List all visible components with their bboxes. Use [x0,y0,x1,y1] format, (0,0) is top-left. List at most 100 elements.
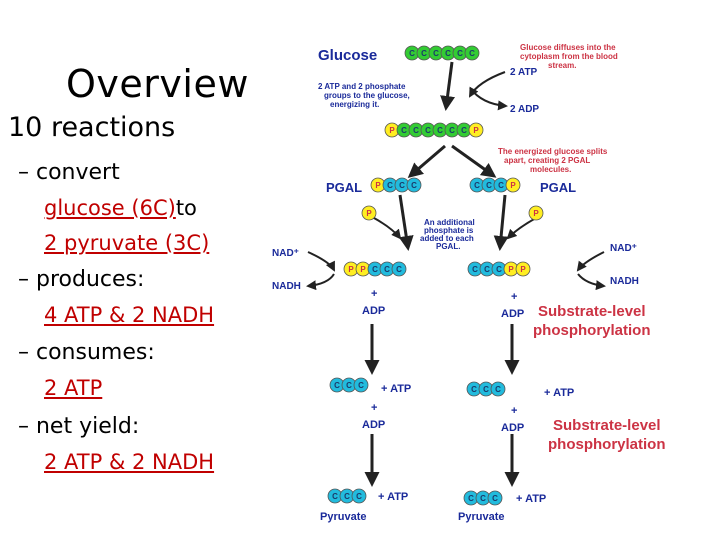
glucose-note: Glucose diffuses into the cytoplasm from… [520,43,620,70]
bullet-consumes: – consumes: [18,340,155,365]
nad-right-label: NAD⁺ [610,243,637,254]
carbon-letter: C [445,49,451,58]
carbon-letter: C [396,265,402,274]
carbon-letter: C [480,494,486,503]
pgal-right-label: PGAL [540,180,576,195]
carbon-letter: C [483,385,489,394]
split-note: The energized glucose splits apart, crea… [498,147,610,174]
carbon-letter: C [401,126,407,135]
carbon-letter: C [496,265,502,274]
carbon-ball [391,261,407,277]
arrow-split-left [407,144,446,178]
carbon-letter: C [384,265,390,274]
phosphate-right: P [528,205,544,221]
arrow-split-right [451,144,497,178]
carbon-letter: C [413,126,419,135]
convert-to: 2 pyruvate (3C) [44,231,210,255]
carbon-ball [464,45,480,61]
carbon-letter: C [469,49,475,58]
phosphate-letter: P [375,181,381,190]
bullet-produces: – produces: [18,267,145,292]
carbon-letter: C [498,181,504,190]
carbon-letter: C [449,126,455,135]
carbon-letter: C [486,181,492,190]
net-yield-value: 2 ATP & 2 NADH [44,450,215,474]
adp-right-1: ADP [501,308,524,320]
carbon-letter: C [461,126,467,135]
phosphate-letter: P [510,181,516,190]
carbon-letter: C [425,126,431,135]
flow-arrows [306,61,606,487]
glucose-label: Glucose [318,47,377,64]
plus-atp-left-2: + ATP [378,491,408,503]
carbon-letter: C [332,492,338,501]
arrow-adp-out [469,87,508,111]
arrow-pi-right [506,217,537,240]
carbon-letter: C [334,381,340,390]
arrow-pi-left [373,217,402,240]
phosphate-ball [361,205,377,221]
substrate-level-2: Substrate-level phosphorylation [548,417,666,453]
carbon-letter: C [421,49,427,58]
carbon-ball [351,488,367,504]
carbon-letter: C [356,492,362,501]
produces-value: 4 ATP & 2 NADH [44,303,215,327]
carbon-ball [490,381,506,397]
arrow-atp-in [469,71,506,98]
pgal-left-label: PGAL [326,180,362,195]
adp-left-1: ADP [362,305,385,317]
plus-right-1: + [511,291,517,303]
arrow-nad-left [307,251,335,272]
carbon-letter: C [399,181,405,190]
adp-out-label: 2 ADP [510,104,539,115]
carbon-letter: C [411,181,417,190]
carbon-letter: C [472,265,478,274]
carbon-letter: C [437,126,443,135]
plus-atp-left-1: + ATP [381,383,411,395]
carbon-letter: C [387,181,393,190]
plus-right-2: + [511,405,517,417]
carbon-letter: C [492,494,498,503]
arrow-nadh-right [577,273,606,291]
carbon-letter: C [372,265,378,274]
nadh-left-label: NADH [272,281,301,292]
phosphate-letter: P [520,265,526,274]
phosphate-letter: P [348,265,354,274]
nad-left-label: NAD⁺ [272,248,299,259]
plus-left-1: + [371,288,377,300]
carbon-letter: C [344,492,350,501]
carbon-ball [406,177,422,193]
arrow-nad-right [576,251,605,272]
carbon-ball [487,490,503,506]
phosphate-ball [505,177,521,193]
bullet-net-yield: – net yield: [18,414,140,439]
carbon-letter: C [484,265,490,274]
pyruvate-right-label: Pyruvate [458,511,504,523]
adp-right-2: ADP [501,422,524,434]
carbon-ball [353,377,369,393]
substrate-level-1: Substrate-level phosphorylation [533,303,651,339]
lead-text: 10 reactions [8,112,176,143]
nadh-right-label: NADH [610,276,639,287]
adp-left-2: ADP [362,419,385,431]
plus-left-2: + [371,402,377,414]
phosphate-ball [515,261,531,277]
atp-in-label: 2 ATP [510,67,538,78]
plus-atp-right-1: + ATP [544,387,574,399]
carbon-letter: C [474,181,480,190]
carbon-letter: C [409,49,415,58]
phosphate-left: P [361,205,377,221]
arrow-nadh-left [306,273,335,291]
phosphate-ball [528,205,544,221]
phosphate-ball [468,122,484,138]
carbon-letter: C [346,381,352,390]
